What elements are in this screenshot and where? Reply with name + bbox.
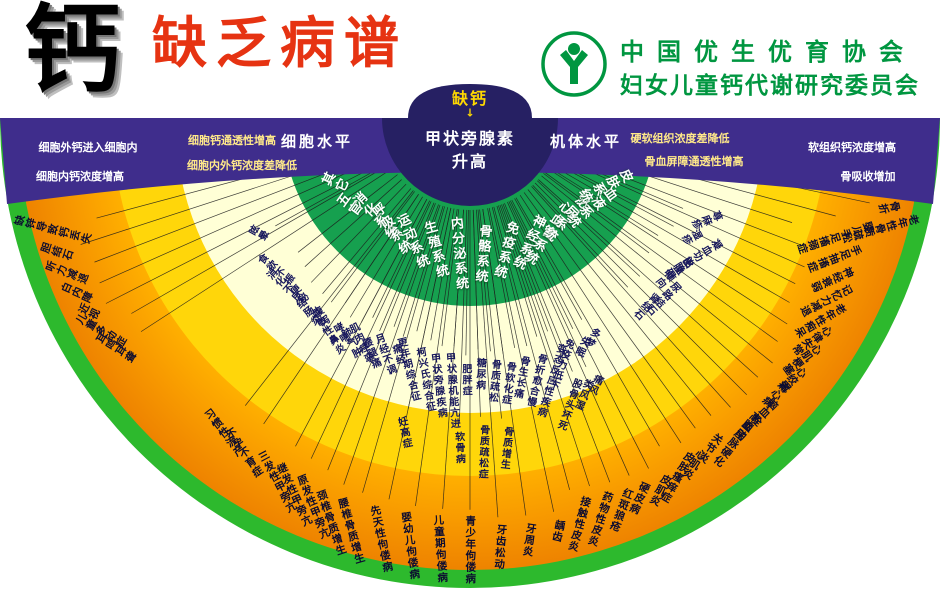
body-level-label: 机体水平 — [549, 132, 623, 151]
spoke-line — [295, 199, 428, 447]
spoke-line — [543, 173, 650, 254]
org-name-line1: 中国优生优育协会 — [620, 38, 916, 66]
spoke-line — [372, 200, 430, 318]
mechanism-note: 骨吸收增加 — [840, 170, 896, 183]
poster-title-calcium: 钙 — [24, 0, 120, 106]
spoke-line — [388, 207, 452, 500]
spoke-line — [245, 190, 414, 406]
spoke-line — [263, 194, 419, 425]
poster-title-rest: 缺乏病谱 — [152, 11, 409, 75]
calcium-deficiency-badge: 缺钙 — [451, 89, 489, 108]
spoke-line — [458, 209, 468, 424]
mechanism-note: 细胞内外钙浓度差降低 — [187, 159, 297, 172]
spoke-line — [544, 171, 778, 342]
spoke-line — [537, 180, 641, 277]
spoke-line — [105, 159, 389, 304]
spoke-line — [499, 204, 558, 371]
spoke-line — [531, 186, 731, 408]
spoke-line — [549, 163, 790, 303]
spoke-line — [393, 204, 439, 327]
spoke-line — [532, 185, 629, 288]
spoke-line — [511, 199, 649, 469]
mechanism-note: 细胞外钙进入细胞内 — [38, 141, 138, 154]
spoke-line — [297, 174, 398, 253]
spoke-line — [402, 205, 444, 337]
spoke-line — [310, 201, 432, 459]
spoke-line — [99, 155, 387, 284]
mechanism-note: 硬软组织浓度差降低 — [630, 132, 730, 145]
spoke-line — [488, 207, 555, 512]
spoke-line — [523, 192, 696, 429]
mechanism-note: 细胞钙通透性增高 — [188, 134, 276, 147]
spoke-line — [362, 206, 445, 493]
spoke-line — [327, 203, 436, 471]
spoke-line — [508, 201, 587, 368]
spoke-line — [441, 209, 460, 347]
spoke-line — [534, 182, 748, 396]
spoke-line — [546, 167, 788, 325]
org-name-line2: 妇女儿童钙代谢研究委员会 — [620, 73, 920, 99]
mechanism-note: 软组织钙浓度增高 — [808, 141, 896, 154]
spoke-line — [416, 207, 449, 332]
disease-label: 青少年佝偻病 — [464, 515, 477, 585]
disease-label: 牙齿松动 — [492, 523, 508, 571]
association-logo-icon — [541, 31, 607, 97]
spoke-line — [487, 208, 516, 348]
spoke-line — [304, 179, 402, 267]
spoke-line — [476, 209, 499, 518]
badge-bump — [408, 84, 532, 118]
disease-label: 软骨病 — [452, 431, 466, 465]
spoke-line — [379, 202, 435, 332]
spoke-line — [343, 204, 441, 485]
spoke-line — [472, 209, 481, 417]
spoke-line — [510, 200, 574, 330]
spoke-line — [504, 203, 573, 372]
spoke-line — [465, 209, 469, 356]
cell-level-label: 细胞水平 — [280, 132, 354, 151]
disease-label: 骨质疏松症 — [475, 424, 489, 480]
mechanism-note: 骨血屏障通透性增高 — [644, 155, 744, 168]
spoke-line — [507, 201, 630, 476]
spoke-line — [322, 188, 412, 294]
disease-label: 肥胖症 — [460, 363, 472, 397]
spoke-line — [547, 166, 659, 236]
spoke-line — [330, 191, 415, 303]
spoke-line — [515, 197, 660, 447]
spoke-line — [491, 207, 528, 347]
spoke-line — [482, 209, 527, 516]
spoke-lines — [80, 136, 870, 518]
spoke-line — [541, 175, 773, 364]
spoke-line — [538, 179, 759, 378]
spoke-line — [493, 206, 570, 490]
spoke-line — [349, 196, 423, 318]
spoke-line — [131, 163, 391, 314]
spoke-line — [496, 205, 538, 337]
spoke-line — [479, 209, 502, 419]
spoke-line — [527, 189, 712, 416]
center-hub — [382, 118, 558, 206]
spoke-line — [519, 194, 682, 444]
spoke-line — [498, 205, 590, 487]
spoke-line — [310, 183, 407, 283]
down-arrow-icon: ↓ — [465, 106, 475, 120]
spoke-line — [140, 167, 394, 332]
spoke-line — [442, 209, 464, 509]
spoke-line — [430, 208, 455, 341]
mechanism-note: 细胞内钙浓度增高 — [36, 170, 124, 183]
spoke-line — [415, 209, 458, 507]
spoke-line — [501, 204, 548, 332]
spoke-line — [514, 198, 583, 320]
spoke-line — [551, 159, 796, 285]
spoke-line — [502, 203, 611, 483]
spoke-line — [477, 209, 491, 352]
center-text-line1: 甲状旁腺素 — [424, 129, 516, 148]
center-text-line2: 升高 — [451, 152, 489, 171]
disease-label: 糖尿病 — [473, 357, 486, 391]
